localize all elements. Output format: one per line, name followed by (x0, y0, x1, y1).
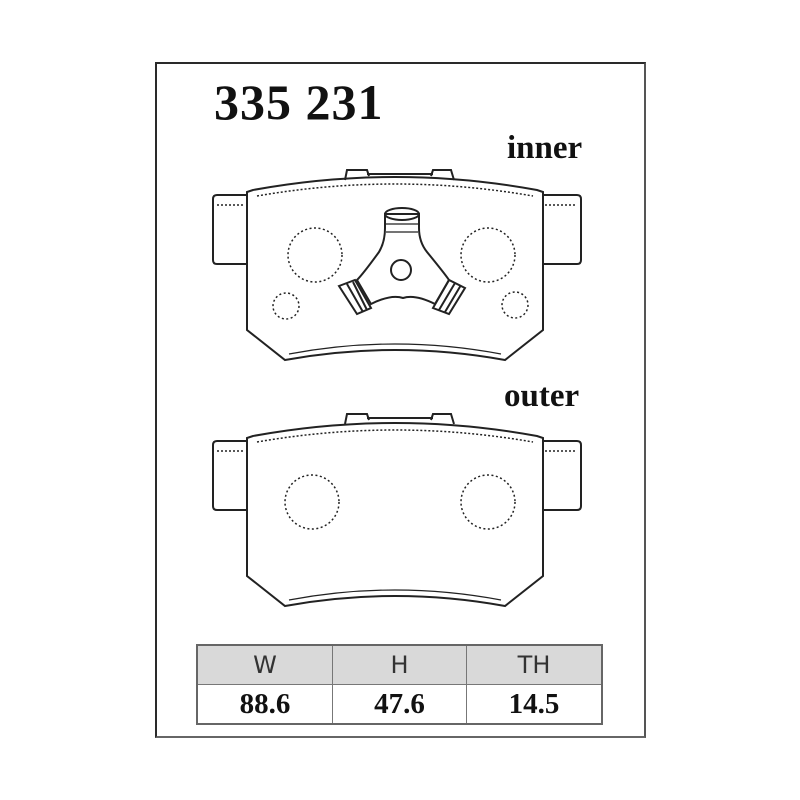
dimensions-table: W H TH 88.6 47.6 14.5 (196, 644, 603, 725)
inner-pad-label: inner (507, 130, 583, 166)
value-thickness: 14.5 (466, 684, 603, 725)
part-number: 335 231 (214, 74, 384, 130)
dimensions-header-row: W H TH (196, 644, 603, 685)
value-height: 47.6 (331, 684, 468, 725)
outer-pad-label: outer (504, 378, 580, 414)
outer-pad-drawing (212, 413, 582, 608)
header-width: W (196, 644, 333, 685)
dimensions-value-row: 88.6 47.6 14.5 (196, 684, 603, 725)
inner-pad-drawing (212, 169, 582, 362)
header-height: H (331, 644, 468, 685)
header-thickness: TH (466, 644, 603, 685)
value-width: 88.6 (196, 684, 333, 725)
